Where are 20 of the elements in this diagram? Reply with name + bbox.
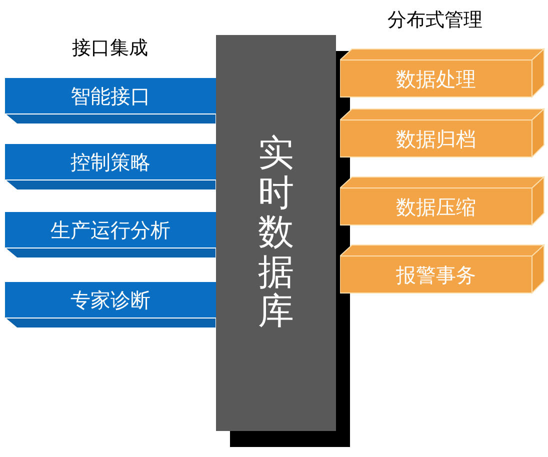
block-label: 报警事务	[396, 262, 476, 289]
database-block	[216, 35, 336, 431]
management-block	[340, 176, 545, 226]
interface-bar	[5, 212, 216, 258]
block-label: 数据归档	[396, 126, 476, 153]
section-heading: 接口集成	[71, 36, 149, 61]
block-label: 控制策略	[70, 149, 150, 176]
section-heading: 分布式管理	[386, 8, 484, 33]
management-block	[340, 244, 545, 294]
interface-bar	[5, 282, 216, 328]
interface-bar	[5, 144, 216, 190]
management-block	[340, 48, 545, 98]
block-label: 专家诊断	[70, 287, 150, 314]
block-label: 生产运行分析	[50, 217, 170, 244]
block-label: 智能接口	[70, 83, 150, 110]
management-block	[340, 108, 545, 158]
interface-bar	[5, 78, 216, 124]
database-title: 实时数据库	[258, 134, 294, 332]
block-label: 数据处理	[396, 66, 476, 93]
block-label: 数据压缩	[396, 194, 476, 221]
